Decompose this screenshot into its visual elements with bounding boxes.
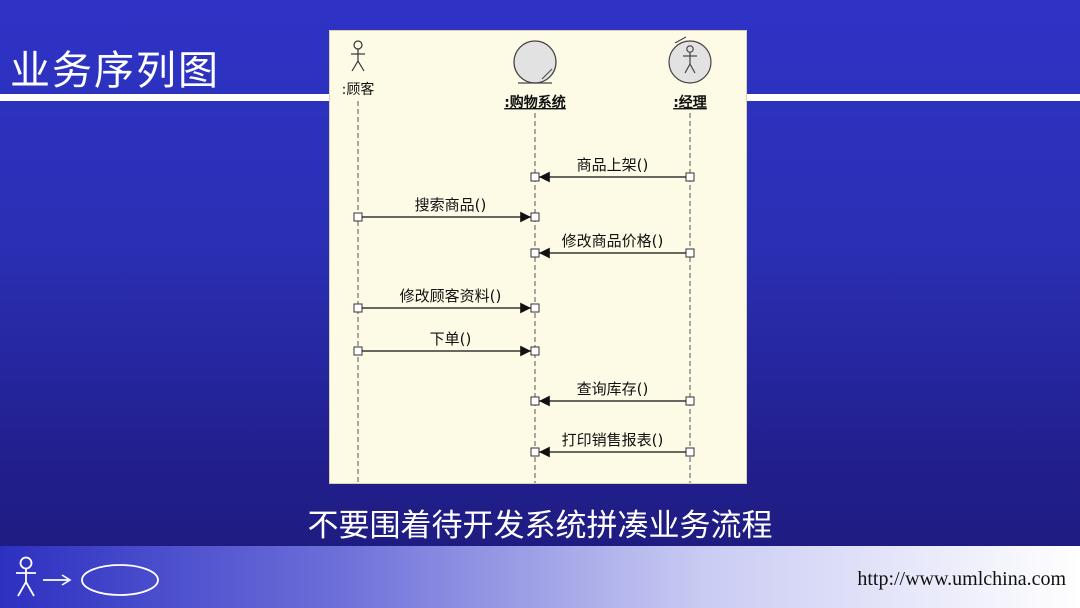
business-worker-icon bbox=[668, 36, 712, 84]
activation-box bbox=[530, 248, 540, 258]
actor-icon bbox=[351, 40, 365, 72]
activation-box bbox=[353, 346, 363, 356]
activation-box bbox=[530, 212, 540, 222]
activation-box bbox=[530, 346, 540, 356]
message-label: 搜索商品() bbox=[415, 196, 487, 214]
slide-title: 业务序列图 bbox=[10, 48, 220, 94]
activation-box bbox=[353, 303, 363, 313]
message-label: 打印销售报表() bbox=[562, 431, 664, 449]
footer-url: http://www.umlchina.com bbox=[857, 568, 1066, 590]
message-label: 查询库存() bbox=[577, 380, 649, 398]
message-label: 下单() bbox=[430, 330, 472, 348]
sequence-diagram-canvas: :顾客 :购物系统 :经理 商品上架() 搜索商品() 修改商品价格() 修改顾客资料… bbox=[342, 36, 712, 483]
message-label: 商品上架() bbox=[577, 156, 649, 174]
lifeline-label-manager: :经理 bbox=[673, 94, 707, 111]
lifeline-label-customer: :顾客 bbox=[342, 81, 375, 98]
activation-box bbox=[530, 396, 540, 406]
activation-box bbox=[530, 172, 540, 182]
activation-box bbox=[685, 172, 695, 182]
lifeline-label-system: :购物系统 bbox=[504, 94, 566, 111]
activation-box bbox=[685, 447, 695, 457]
activation-box bbox=[685, 396, 695, 406]
slide-caption: 不要围着待开发系统拼凑业务流程 bbox=[307, 508, 773, 544]
message-label: 修改商品价格() bbox=[562, 232, 664, 250]
message-label: 修改顾客资料() bbox=[400, 287, 502, 305]
footer-bar: http://www.umlchina.com bbox=[0, 546, 1080, 608]
activation-box bbox=[530, 303, 540, 313]
activation-box bbox=[685, 248, 695, 258]
activation-box bbox=[353, 212, 363, 222]
business-entity-icon bbox=[513, 40, 557, 84]
sequence-diagram: :顾客 :购物系统 :经理 商品上架() 搜索商品() 修改商品价格() 修改顾客资料… bbox=[329, 30, 747, 484]
activation-box bbox=[530, 447, 540, 457]
actor-usecase-icon bbox=[16, 556, 159, 597]
